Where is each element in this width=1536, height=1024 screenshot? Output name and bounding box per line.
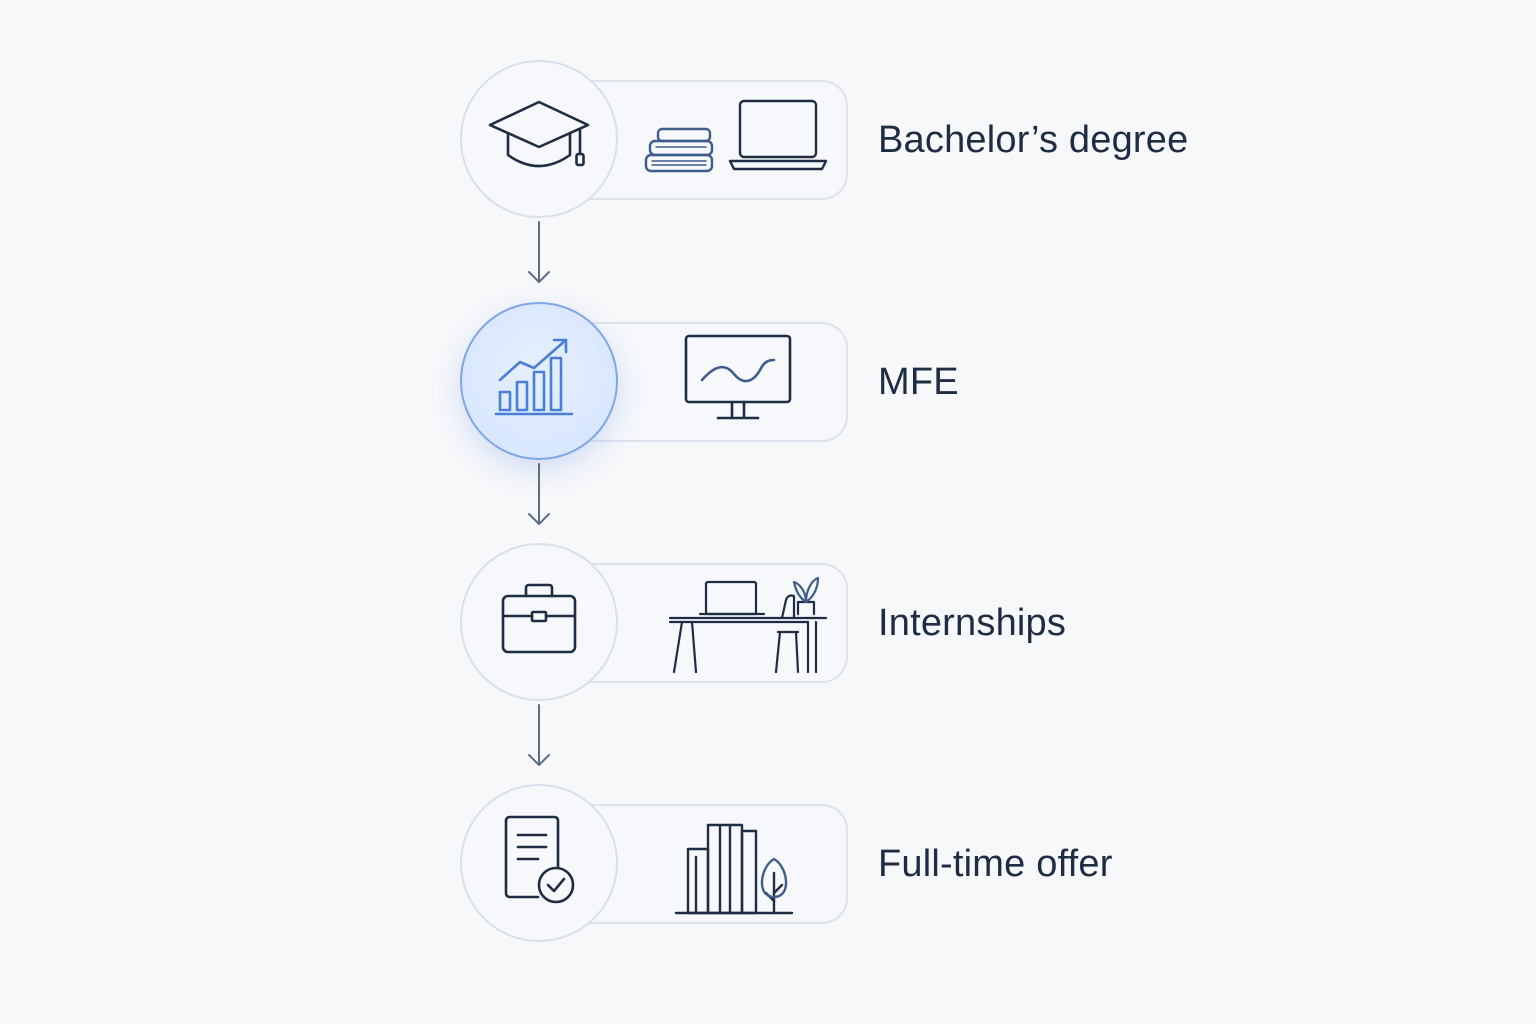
step-full-time-offer: Full-time offer bbox=[0, 784, 1536, 944]
step-bachelors-degree: Bachelor’s degree bbox=[0, 60, 1536, 220]
document-check-icon bbox=[494, 813, 584, 914]
step-label: Bachelor’s degree bbox=[878, 119, 1189, 161]
step-label: Internships bbox=[878, 602, 1067, 644]
step-circle-active bbox=[460, 302, 618, 460]
briefcase-icon bbox=[494, 580, 584, 665]
arrow-down-icon bbox=[528, 220, 550, 286]
step-mfe: MFE bbox=[0, 302, 1536, 462]
office-building-tree-icon bbox=[636, 804, 836, 924]
step-circle bbox=[460, 543, 618, 701]
monitor-chart-icon bbox=[636, 322, 836, 442]
step-internships: Internships bbox=[0, 543, 1536, 703]
step-label: MFE bbox=[878, 361, 959, 403]
step-label: Full-time offer bbox=[878, 843, 1113, 885]
bar-chart-growth-icon bbox=[494, 334, 584, 429]
desk-workspace-icon bbox=[636, 563, 836, 683]
step-circle bbox=[460, 784, 618, 942]
arrow-down-icon bbox=[528, 703, 550, 769]
arrow-down-icon bbox=[528, 462, 550, 528]
graduation-cap-icon bbox=[484, 97, 594, 182]
books-and-laptop-icon bbox=[636, 80, 836, 200]
step-circle bbox=[460, 60, 618, 218]
